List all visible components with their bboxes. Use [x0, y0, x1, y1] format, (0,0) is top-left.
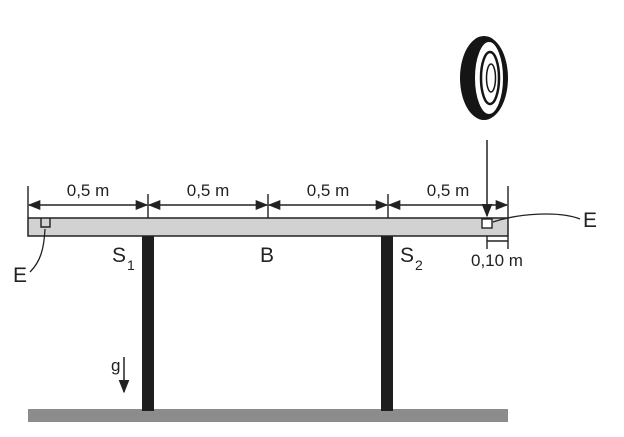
dim-label-4: 0,5 m [427, 181, 470, 200]
dim-label-offset: 0,10 m [471, 251, 523, 270]
svg-text:1: 1 [127, 257, 135, 273]
svg-text:2: 2 [415, 257, 423, 273]
dim-label-2: 0,5 m [187, 181, 230, 200]
dim-label-3: 0,5 m [307, 181, 350, 200]
label-e-left: E [13, 264, 27, 287]
ground [28, 409, 508, 422]
svg-text:S: S [112, 244, 126, 267]
beam-b [27, 217, 509, 237]
dim-label-1: 0,5 m [67, 181, 110, 200]
gravity-arrow-icon: g [111, 356, 130, 394]
svg-text:S: S [400, 244, 414, 267]
support-s1 [142, 236, 154, 411]
end-marker-right [481, 218, 493, 229]
label-b: B [260, 244, 274, 267]
label-e-right: E [583, 209, 597, 232]
roll-of-tape-icon [460, 36, 508, 120]
label-s1: S 1 [112, 244, 135, 273]
label-g: g [111, 356, 120, 375]
label-s2: S 2 [400, 244, 423, 273]
leader-e-right [492, 213, 581, 223]
end-marker-left [40, 218, 51, 228]
leader-e-left [29, 228, 46, 273]
support-s2 [381, 236, 393, 411]
